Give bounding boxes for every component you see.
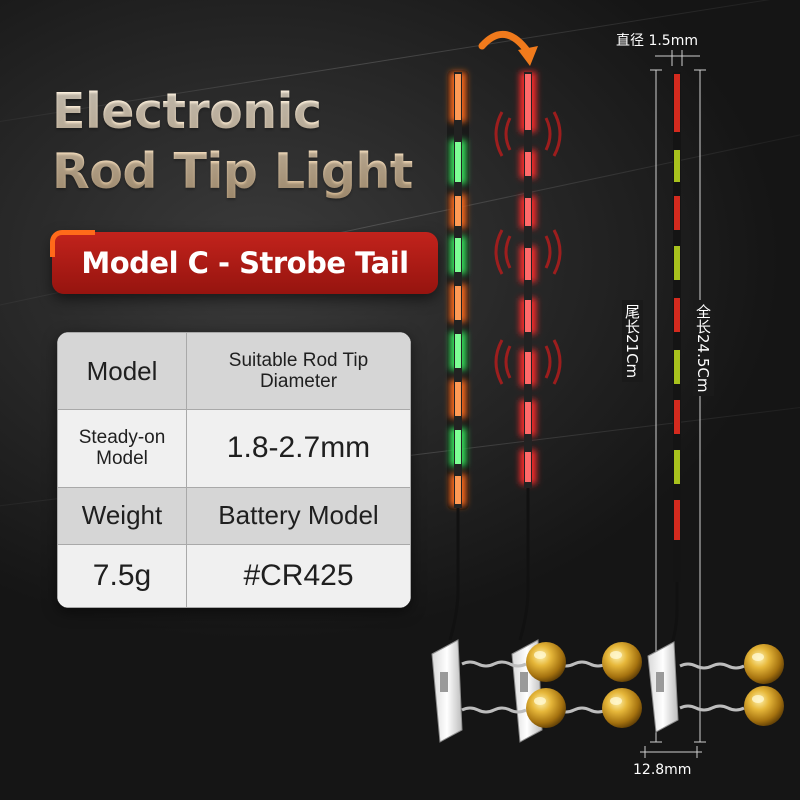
- title-line-2: Rod Tip Light: [52, 143, 413, 200]
- led-segment: [455, 142, 461, 182]
- product-title: Electronic Rod Tip Light: [52, 82, 413, 202]
- spec-header-diameter: Suitable Rod Tip Diameter: [186, 332, 411, 411]
- title-line-1: Electronic: [52, 83, 322, 140]
- led-segment: [525, 452, 531, 482]
- rod-band-green: [674, 450, 680, 484]
- spec-header-model: Model: [57, 332, 187, 411]
- spec-cell-battery-value: #CR425: [186, 544, 411, 608]
- rod-tip-light-unlit: [668, 72, 681, 651]
- total-length-label: 全长24.5Cm: [693, 300, 714, 397]
- bell-icon: [602, 688, 642, 728]
- model-banner: Model C - Strobe Tail: [50, 230, 438, 294]
- spec-header-battery: Battery Model: [186, 486, 411, 546]
- tail-length-label: 尾长21Cm: [622, 300, 643, 383]
- bell-icon: [526, 642, 566, 682]
- spec-cell-weight-value: 7.5g: [57, 544, 187, 608]
- led-segment: [525, 74, 531, 130]
- rod-band-green: [674, 150, 680, 182]
- bell-icon: [744, 644, 784, 684]
- rod-tip-light-strobe: [494, 72, 562, 641]
- rod-band-red: [674, 400, 680, 434]
- led-segment: [455, 74, 461, 120]
- led-segment: [525, 248, 531, 280]
- spec-header-weight: Weight: [57, 486, 187, 546]
- led-segment: [525, 352, 531, 384]
- rod-line: [668, 582, 679, 651]
- led-segment: [455, 382, 461, 416]
- led-segment: [525, 402, 531, 434]
- led-segment: [455, 286, 461, 320]
- banner-corner-accent: [50, 230, 95, 257]
- spec-cell-diameter-value: 1.8-2.7mm: [186, 409, 411, 488]
- led-segment: [455, 238, 461, 272]
- spec-cell-model-name: Steady-on Model: [57, 409, 187, 488]
- curved-arrow-head-icon: [518, 46, 538, 66]
- rod-band-red: [674, 500, 680, 540]
- led-segment: [525, 300, 531, 332]
- led-segment: [455, 196, 461, 226]
- rod-band-green: [674, 246, 680, 280]
- rod-band-red: [674, 196, 680, 230]
- rod-band-green: [674, 350, 680, 384]
- led-segment: [455, 476, 461, 504]
- led-segment: [455, 430, 461, 464]
- diameter-label: 直径 1.5mm: [616, 33, 698, 49]
- bell-icon: [602, 642, 642, 682]
- led-segment: [525, 198, 531, 226]
- rod-band-red: [674, 298, 680, 332]
- led-segment: [525, 152, 531, 176]
- rod-band-red: [674, 74, 680, 132]
- rod-tip-light-steady: [447, 70, 469, 641]
- vibration-wave-icon: [494, 111, 562, 385]
- dimension-lines: [640, 50, 706, 758]
- curved-arrow-icon: [478, 30, 532, 56]
- bell-icon: [526, 688, 566, 728]
- model-banner-text: Model C - Strobe Tail: [81, 246, 409, 280]
- width-label: 12.8mm: [633, 762, 692, 778]
- bell-icon: [744, 686, 784, 726]
- spec-table: Model Suitable Rod Tip Diameter Steady-o…: [57, 332, 411, 608]
- rod-line: [518, 488, 530, 641]
- rod-clip-icon: [431, 639, 463, 743]
- led-segment: [455, 334, 461, 368]
- rod-line: [448, 508, 460, 641]
- rod-clip-icon: [647, 641, 679, 733]
